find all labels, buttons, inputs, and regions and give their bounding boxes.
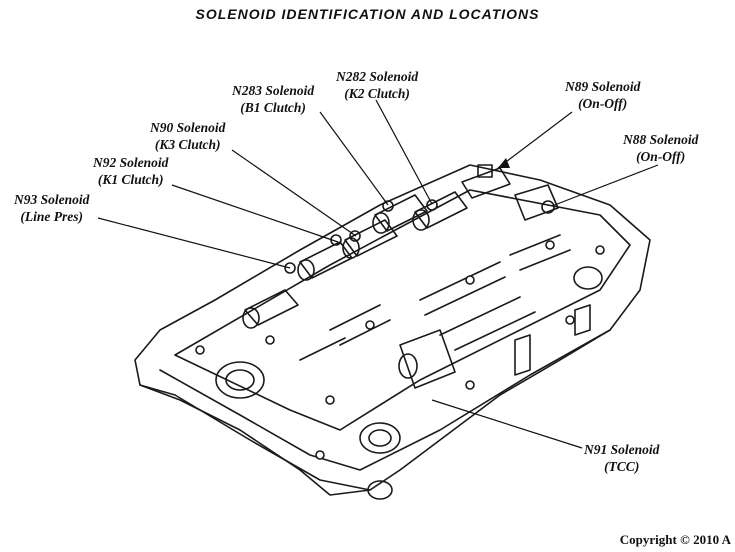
- label-n90-name: N90 Solenoid: [150, 120, 226, 135]
- label-n91-name: N91 Solenoid: [584, 442, 660, 457]
- label-n92: N92 Solenoid (K1 Clutch): [93, 154, 168, 188]
- label-n92-name: N92 Solenoid: [93, 155, 169, 170]
- label-n91-desc: (TCC): [604, 459, 640, 474]
- front-edge: [139, 384, 371, 491]
- leader-n282: [375, 99, 433, 205]
- diagram-title: SOLENOID IDENTIFICATION AND LOCATIONS: [195, 6, 540, 22]
- solenoid-n283: [372, 194, 428, 234]
- label-n93-desc: (Line Pres): [20, 209, 83, 224]
- label-n91: N91 Solenoid (TCC): [584, 441, 659, 475]
- copyright-notice: Copyright © 2010 A: [619, 532, 731, 547]
- valve-body-outline: [134, 164, 651, 496]
- label-n88-name: N88 Solenoid: [623, 132, 699, 147]
- leader-n89: [497, 111, 573, 169]
- label-n283-name: N283 Solenoid: [232, 83, 315, 98]
- bore-front: [359, 422, 401, 454]
- leader-n88: [551, 164, 659, 207]
- label-n89-name: N89 Solenoid: [565, 79, 641, 94]
- label-n88-desc: (On-Off): [636, 149, 686, 164]
- solenoid-n88: [514, 184, 559, 221]
- label-n89: N89 Solenoid (On-Off): [565, 78, 640, 112]
- bore-left: [215, 361, 265, 399]
- front-edge-lower: [159, 329, 611, 471]
- leader-n90: [231, 149, 357, 237]
- label-n283: N283 Solenoid (B1 Clutch): [232, 82, 314, 116]
- label-n282: N282 Solenoid (K2 Clutch): [336, 68, 418, 102]
- leader-n92: [171, 184, 339, 243]
- leader-n91: [431, 399, 583, 449]
- label-n93-name: N93 Solenoid: [14, 192, 90, 207]
- solenoid-n90: [342, 219, 398, 259]
- label-n282-name: N282 Solenoid: [336, 69, 419, 84]
- label-n92-desc: (K1 Clutch): [97, 172, 164, 187]
- label-n89-desc: (On-Off): [578, 96, 628, 111]
- arrow-n89: [498, 158, 510, 168]
- label-n90: N90 Solenoid (K3 Clutch): [150, 119, 225, 153]
- label-n282-desc: (K2 Clutch): [344, 86, 410, 101]
- label-n90-desc: (K3 Clutch): [154, 137, 221, 152]
- leader-n93: [97, 217, 291, 269]
- label-n88: N88 Solenoid (On-Off): [623, 131, 698, 165]
- label-n93: N93 Solenoid (Line Pres): [14, 191, 89, 225]
- solenoid-n89: [461, 164, 511, 199]
- bore-right: [573, 266, 603, 290]
- label-n283-desc: (B1 Clutch): [240, 100, 306, 115]
- upper-deck-edge: [174, 189, 631, 431]
- leader-n283: [319, 111, 389, 206]
- solenoid-n91: [398, 329, 456, 389]
- solenoid-n282: [412, 191, 468, 231]
- solenoid-n93: [242, 262, 299, 329]
